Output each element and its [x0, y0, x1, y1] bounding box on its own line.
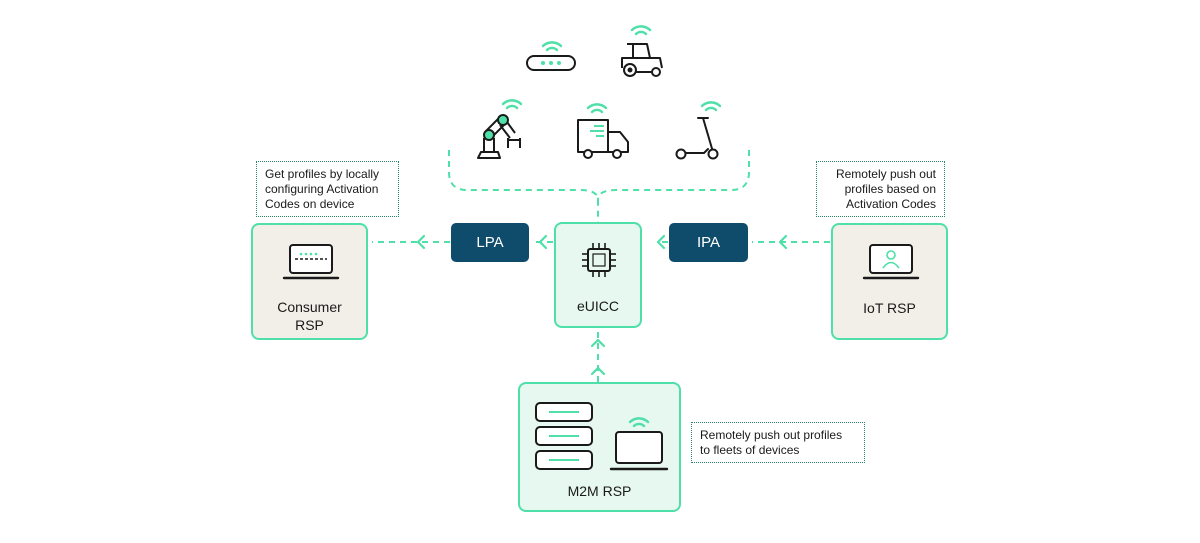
server-stack-icon [535, 402, 593, 470]
laptop-icon [282, 244, 340, 280]
lpa-badge: LPA [451, 223, 529, 262]
arrow-heads [416, 234, 788, 376]
note-m2m: Remotely push out profiles to fleets of … [691, 422, 865, 463]
iot-rsp-box: IoT RSP [831, 223, 948, 340]
note-consumer: Get profiles by locally configuring Acti… [256, 161, 399, 217]
note-consumer-line-2: configuring Activation [265, 182, 379, 196]
chip-icon [582, 243, 616, 277]
note-m2m-line-1: Remotely push out profiles [700, 428, 843, 442]
tractor-icon [621, 25, 663, 77]
note-m2m-line-2: to fleets of devices [700, 443, 800, 457]
note-iot-line-1: Remotely push out [835, 167, 936, 181]
note-consumer-line-3: Codes on device [265, 197, 355, 211]
note-iot-line-3: Activation Codes [845, 197, 936, 211]
scooter-icon [675, 101, 722, 160]
iot-rsp-label: IoT RSP [863, 300, 916, 316]
m2m-rsp-label: M2M RSP [567, 483, 632, 499]
consumer-rsp-label-line-1: Consumer [277, 299, 342, 315]
consumer-rsp-label-line-2: RSP [295, 317, 324, 333]
note-consumer-line-1: Get profiles by locally [265, 167, 380, 181]
euicc-label: eUICC [576, 298, 619, 314]
laptop-wifi-icon [609, 417, 669, 471]
note-iot-line-2: profiles based on [844, 182, 936, 196]
note-iot: Remotely push out profiles based on Acti… [816, 161, 945, 217]
laptop-user-icon [862, 244, 920, 280]
m2m-rsp-box: M2M RSP [518, 382, 681, 512]
euicc-box: eUICC [554, 222, 642, 328]
devices-bracket [448, 150, 750, 222]
robot-arm-icon [477, 99, 523, 159]
truck-icon [577, 103, 629, 159]
ipa-badge: IPA [669, 223, 748, 262]
router-icon [526, 41, 576, 71]
arrow-links [372, 241, 830, 382]
consumer-rsp-box: Consumer RSP [251, 223, 368, 340]
